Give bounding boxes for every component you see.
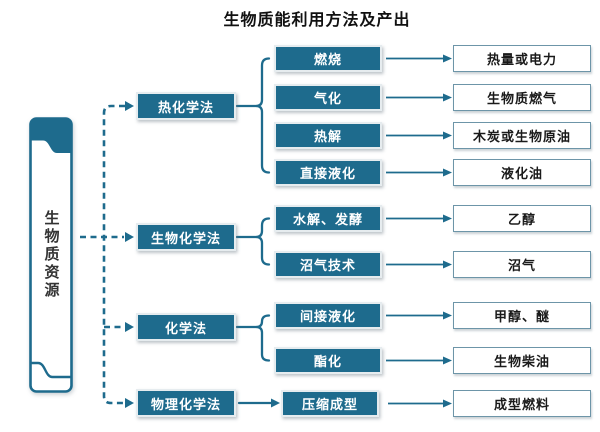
output-box-heat-or-electricity: 热量或电力 [453,45,591,72]
arrows-process-to-output [386,54,452,408]
output-box-biogas: 沼气 [453,251,591,278]
process-box-combustion: 燃烧 [274,45,382,72]
process-box-direct-liquefaction: 直接液化 [274,159,382,186]
diagram-title: 生物质能利用方法及产出 [223,12,411,29]
arrow-physicochemical-to-compression [237,398,280,408]
method-box-thermochemical: 热化学法 [136,92,236,120]
source-label: 生物质资源 [42,210,59,300]
output-box-biodiesel: 生物柴油 [453,347,591,374]
output-box-biomass-gas: 生物质燃气 [453,84,591,111]
brace-thermochemical [235,57,271,174]
dashed-connector-source-to-methods [80,101,134,408]
output-box-charcoal-or-bio-oil: 木炭或生物原油 [453,122,591,149]
output-box-molded-fuel: 成型燃料 [453,390,591,417]
brace-chemical [235,314,271,362]
source-scroll-shape: 生物质资源 [29,117,73,393]
output-box-liquefied-oil: 液化油 [453,159,591,186]
brace-biochemical [235,217,271,266]
method-box-chemical: 化学法 [136,313,236,341]
process-box-hydrolysis-fermentation: 水解、发酵 [274,205,382,232]
process-box-pyrolysis: 热解 [274,122,382,149]
method-box-biochemical: 生物化学法 [136,223,236,251]
output-box-methanol-ether: 甲醇、醚 [453,302,591,329]
process-box-compression-molding: 压缩成型 [281,390,379,417]
method-box-physicochemical: 物理化学法 [136,389,236,417]
output-box-ethanol: 乙醇 [453,205,591,232]
process-box-biogas-technology: 沼气技术 [274,251,382,278]
scroll-shape-graphic [29,117,73,393]
process-box-indirect-liquefaction: 间接液化 [274,302,382,329]
process-box-esterification: 酯化 [274,347,382,374]
process-box-gasification: 气化 [274,84,382,111]
